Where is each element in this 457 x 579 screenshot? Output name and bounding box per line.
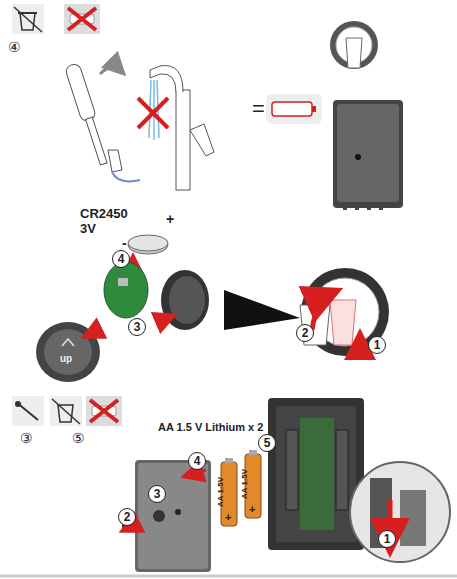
wall-holder [330, 21, 378, 69]
hand-shower [64, 63, 140, 182]
holder-closeup [300, 268, 389, 356]
bin-icon [12, 4, 44, 34]
callout-number: 4 [188, 452, 206, 470]
callout-number: 3 [148, 485, 166, 503]
battery-voltage: 3V [80, 222, 96, 235]
aa-batteries [221, 450, 261, 526]
battery-text: AA 1.5V [217, 477, 225, 507]
callout-number: 1 [378, 530, 396, 548]
tool-icons [12, 396, 122, 426]
callout-number: 1 [368, 336, 386, 354]
faucet [138, 66, 214, 190]
zoom-detail [350, 462, 450, 562]
polarity-mark: + [225, 512, 231, 523]
battery-cross-icon [64, 4, 100, 34]
callout-number: 5 [258, 434, 276, 452]
polarity-mark: + [166, 212, 174, 226]
cover-label: up [60, 354, 72, 364]
battery-text: AA 1.5V [241, 469, 249, 499]
polarity-mark: - [122, 236, 127, 250]
step-number: ④ [8, 40, 21, 54]
polarity-mark: + [249, 504, 255, 515]
callout-number: 4 [112, 250, 130, 268]
battery-type: AA 1.5 V Lithium x 2 [158, 422, 263, 433]
step-number: ③ [20, 431, 33, 445]
step-number: ⑤ [72, 431, 85, 445]
open-box [268, 398, 364, 550]
exploded-view [36, 235, 300, 382]
equals-sign: = [252, 98, 265, 120]
footer-rule [0, 575, 457, 578]
depleted-battery [266, 94, 322, 124]
control-box [333, 100, 403, 210]
callout-number: 3 [128, 318, 146, 336]
callout-number: 2 [296, 324, 314, 342]
battery-type: CR2450 [80, 207, 128, 220]
callout-number: 2 [118, 508, 136, 526]
